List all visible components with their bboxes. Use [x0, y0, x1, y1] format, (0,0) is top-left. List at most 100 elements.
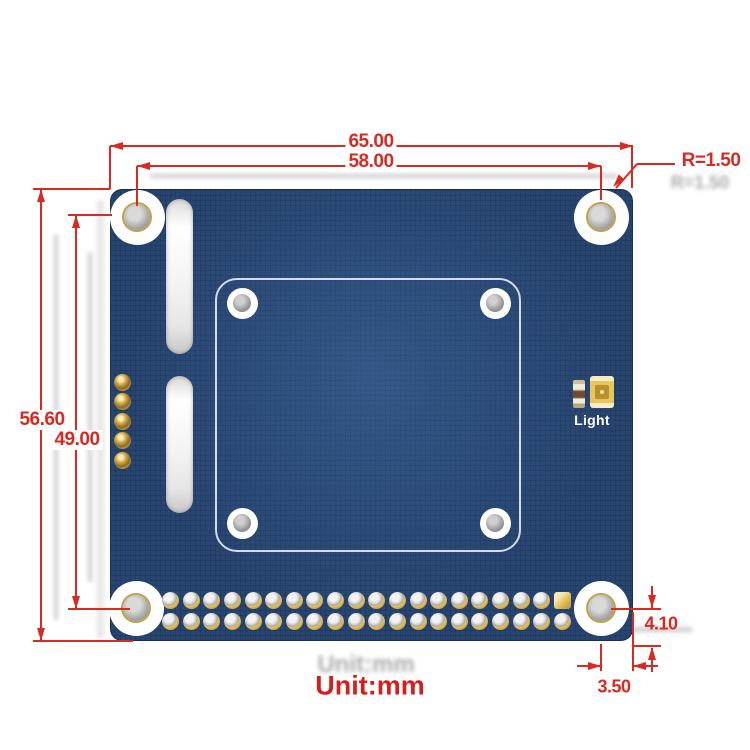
gpio-pad	[162, 592, 179, 609]
gpio-pad	[265, 592, 283, 609]
dim-arrow	[633, 661, 646, 670]
led-dot	[600, 390, 604, 394]
gpio-pad	[450, 592, 468, 609]
dim-arrow	[620, 141, 633, 150]
led-chip	[595, 385, 609, 399]
gpio-pad	[203, 592, 221, 609]
dim-extension-line	[33, 640, 133, 642]
dim-label-corner-radius: R=1.50	[678, 151, 744, 171]
frame-hole-bore	[486, 294, 504, 312]
gpio-pad-square	[553, 592, 571, 609]
gpio-pad	[492, 613, 510, 630]
gpio-pad	[553, 613, 571, 630]
gpio-pad	[450, 613, 468, 630]
slot-cutout-top	[166, 199, 193, 354]
frame-hole-bottom-left	[226, 507, 258, 539]
dim-arrow	[647, 647, 656, 660]
gpio-pad	[223, 592, 241, 609]
gpio-pad	[306, 613, 324, 630]
ghost-line-bottom-right	[630, 627, 692, 632]
gpio-pad	[347, 592, 365, 609]
gpio-pad	[430, 613, 448, 630]
mounting-hole-bore	[122, 594, 149, 621]
gpio-pad	[327, 592, 345, 609]
frame-hole-bottom-right	[479, 507, 511, 539]
gpio-pad	[430, 592, 448, 609]
gpio-pad	[368, 592, 386, 609]
slot-cutout-bottom	[166, 376, 193, 513]
ghost-line-top	[150, 174, 618, 178]
dim-arrow	[110, 141, 123, 150]
display-frame-outline	[215, 278, 521, 552]
dim-arrow	[588, 161, 601, 170]
dim-extension-line	[109, 146, 111, 189]
frame-hole-bore	[233, 294, 251, 312]
gpio-pad	[409, 592, 427, 609]
ghost-corner-radius-label: R=1.50	[670, 172, 730, 193]
dim-extension-line	[33, 188, 110, 190]
dim-extension-line	[136, 166, 138, 206]
unit-label: Unit:mm	[315, 670, 425, 701]
dim-arrow	[71, 215, 80, 228]
gpio-pad	[388, 613, 406, 630]
gpio-pad	[471, 613, 489, 630]
dim-label-height-outer: 56.60	[16, 410, 68, 430]
gpio-pad	[471, 592, 489, 609]
dim-arrow	[137, 161, 150, 170]
frame-hole-top-left	[226, 287, 258, 319]
dim-extension-line	[68, 608, 130, 610]
dim-arrow	[647, 595, 656, 608]
dim-arrow	[71, 596, 80, 609]
gpio-pad	[182, 613, 200, 630]
ghost-line-left-inner	[88, 252, 92, 582]
gpio-pad	[182, 592, 200, 609]
dim-extension-line	[611, 608, 661, 610]
left-pad	[113, 412, 131, 430]
gpio-pad	[162, 613, 179, 630]
pcb-board	[110, 189, 633, 641]
light-label: Light	[574, 412, 610, 428]
gpio-pad	[244, 592, 262, 609]
gpio-pad	[265, 613, 283, 630]
gpio-pad	[285, 592, 303, 609]
dim-extension-line	[600, 644, 602, 671]
gpio-pad	[223, 613, 241, 630]
mounting-hole-bore	[123, 203, 150, 230]
mounting-hole-bore	[587, 203, 614, 230]
frame-hole-bore	[486, 514, 504, 532]
dim-label-hole-to-edge-right: 3.50	[597, 676, 631, 697]
dim-arrow	[588, 661, 601, 670]
dim-extension-line	[634, 645, 661, 647]
gpio-pad	[492, 592, 510, 609]
left-pad	[113, 373, 131, 391]
dim-extension-line	[68, 214, 112, 216]
gpio-pad	[512, 592, 530, 609]
ghost-board-edge	[97, 200, 104, 638]
gpio-pad	[368, 613, 386, 630]
resistor-component	[573, 380, 585, 408]
led-component	[590, 376, 614, 408]
left-pad	[113, 393, 131, 410]
gpio-pad	[512, 613, 530, 630]
dim-leader-line	[637, 163, 675, 165]
gpio-pad	[533, 613, 551, 630]
dim-label-hole-to-edge-bottom: 4.10	[644, 613, 678, 634]
dim-label-hole-span-y: 49.00	[51, 430, 103, 450]
gpio-pad	[285, 613, 303, 630]
dim-arrow	[36, 628, 45, 641]
dim-line	[75, 215, 77, 609]
frame-hole-bore	[233, 514, 251, 532]
gpio-pad	[409, 613, 427, 630]
dim-label-width-outer: 65.00	[345, 132, 397, 152]
dim-label-hole-span-x: 58.00	[345, 152, 397, 172]
dim-arrow-tail	[651, 648, 653, 672]
dim-extension-line	[600, 166, 602, 200]
ghost-unit-label: Unit:mm	[317, 651, 415, 678]
gpio-pad	[244, 613, 262, 630]
left-pad	[113, 451, 131, 469]
frame-hole-top-right	[479, 287, 511, 319]
gpio-pad	[327, 613, 345, 630]
left-pad	[113, 432, 131, 449]
gpio-pad	[203, 613, 221, 630]
